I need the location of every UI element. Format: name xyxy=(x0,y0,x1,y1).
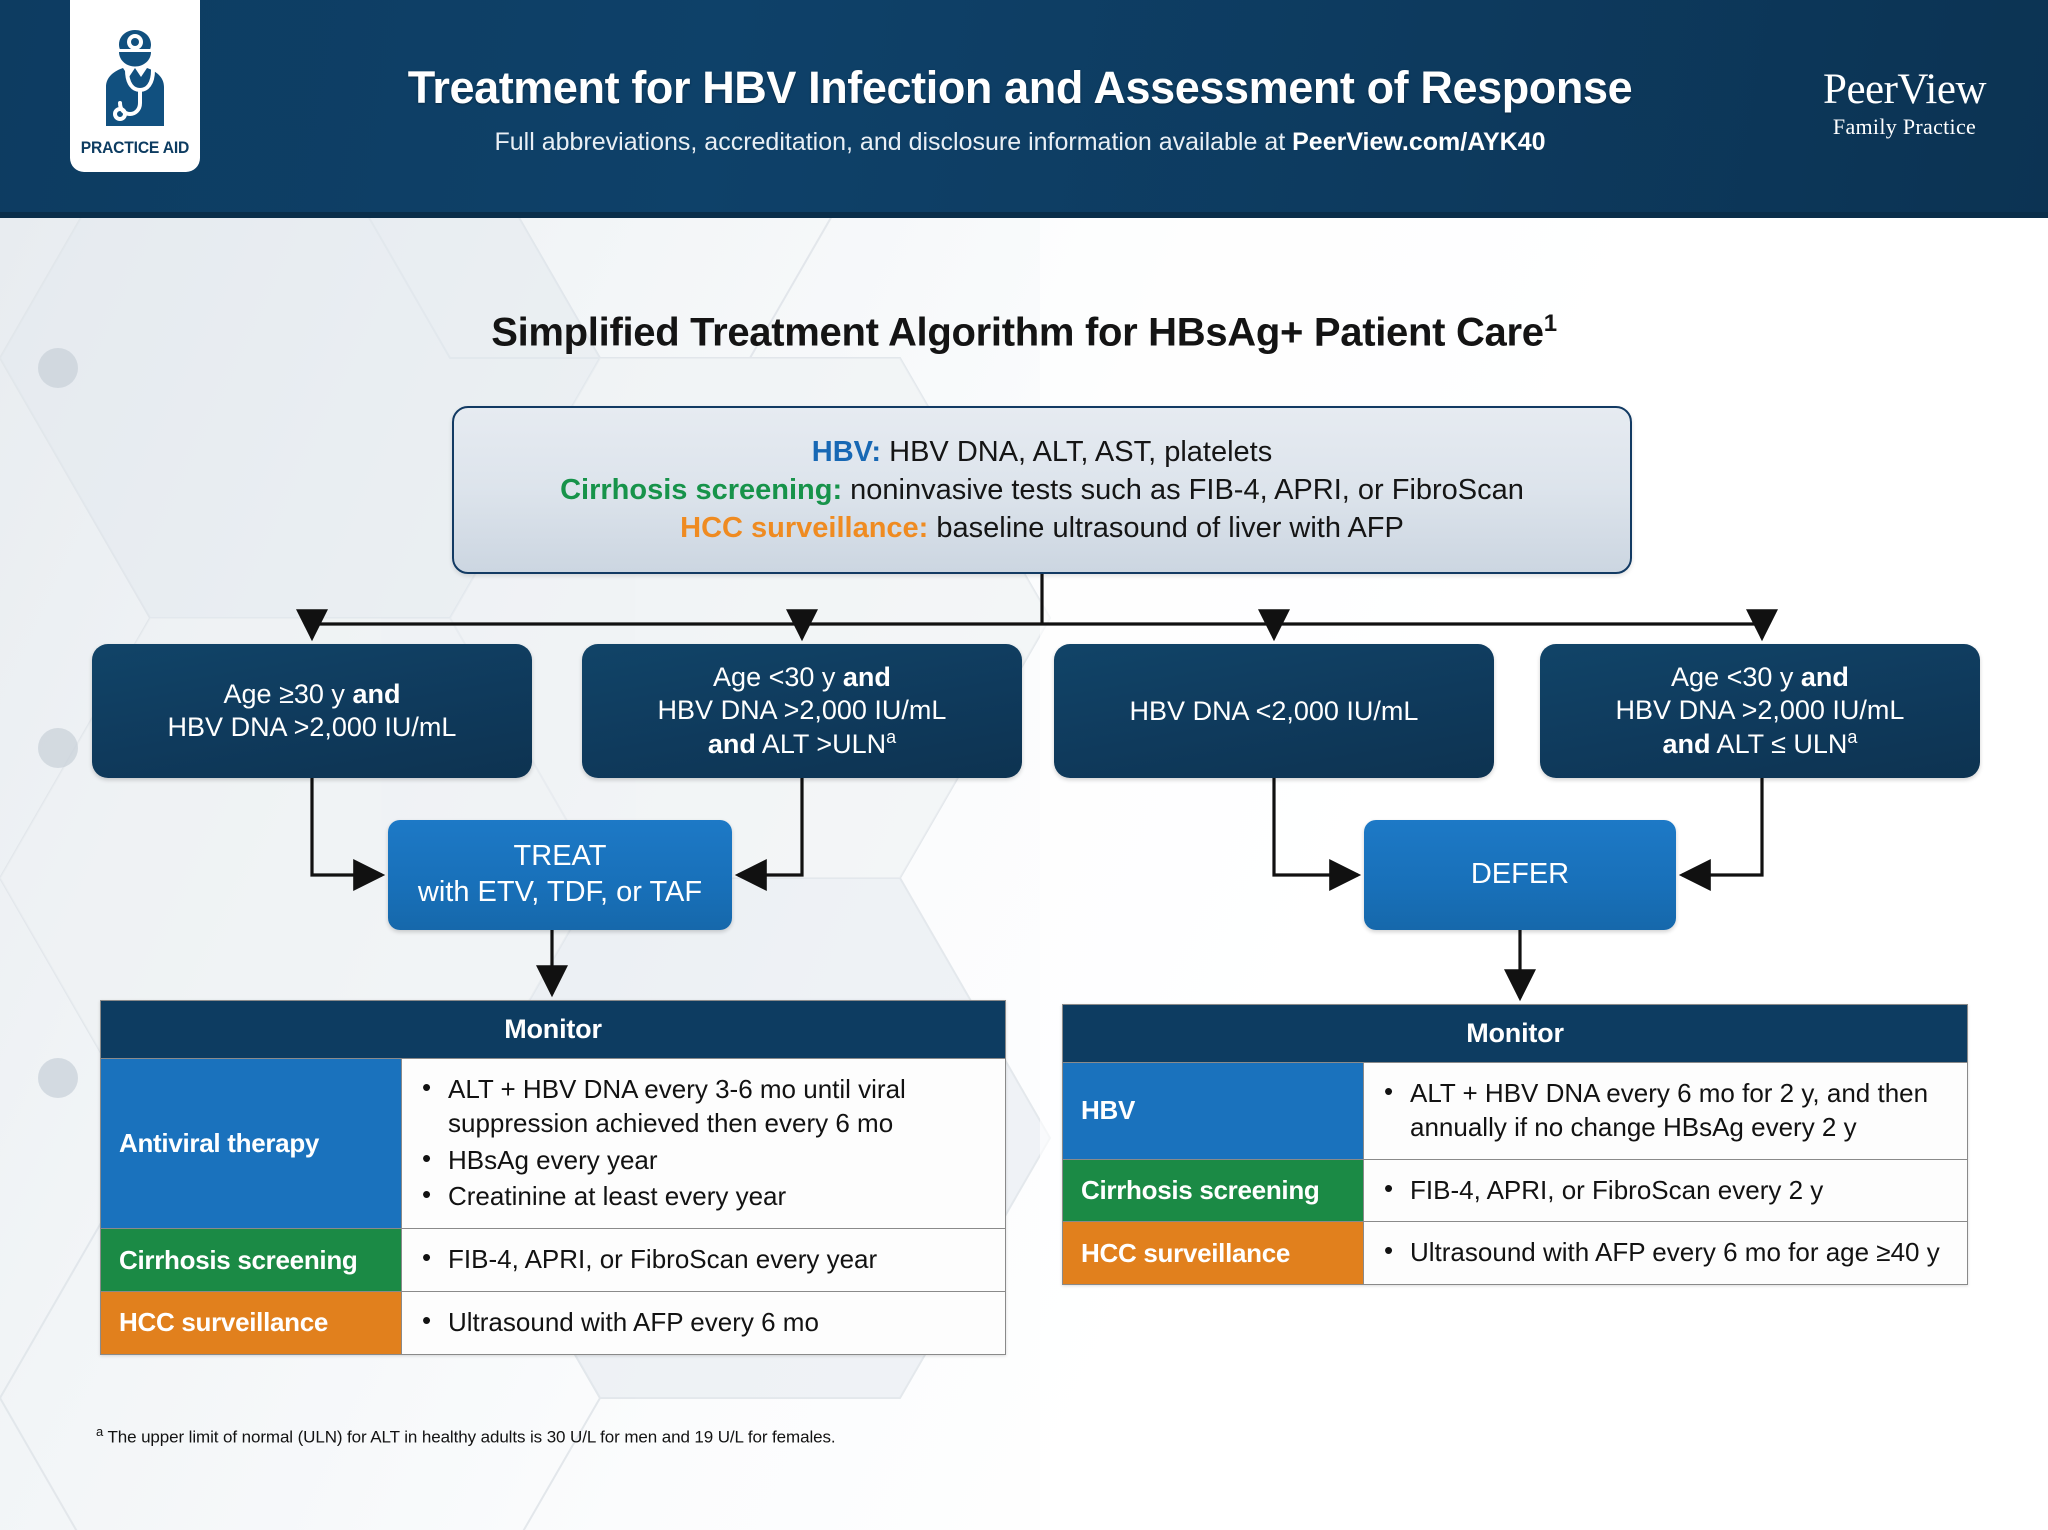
monitor-left-header: Monitor xyxy=(101,1001,1005,1058)
header-subtitle-text: Full abbreviations, accreditation, and d… xyxy=(494,128,1293,156)
action-box-defer: DEFER xyxy=(1364,820,1676,930)
list-item: ALT + HBV DNA every 6 mo for 2 y, and th… xyxy=(1378,1075,1951,1145)
info-line-hcc: HCC surveillance: baseline ultrasound of… xyxy=(680,512,1404,545)
list-item: ALT + HBV DNA every 3-6 mo until viral s… xyxy=(416,1071,989,1141)
dec4-line2: HBV DNA >2,000 IU/mL xyxy=(1615,695,1905,726)
header-underline-rule xyxy=(0,212,2048,218)
info-text-hbv: HBV DNA, ALT, AST, platelets xyxy=(881,435,1273,468)
info-line-cirrhosis: Cirrhosis screening: noninvasive tests s… xyxy=(560,474,1524,507)
dec2-line1-plain: Age <30 y xyxy=(713,662,843,693)
dec2-line3: and ALT >ULNa xyxy=(658,727,947,761)
footnote-text: The upper limit of normal (ULN) for ALT … xyxy=(103,1427,836,1447)
info-line-hbv: HBV: HBV DNA, ALT, AST, platelets xyxy=(812,436,1272,469)
algorithm-title-text: Simplified Treatment Algorithm for HBsAg… xyxy=(491,310,1544,355)
peerview-logo: PeerView Family Practice xyxy=(1823,68,1986,140)
list-item: Creatinine at least every year xyxy=(416,1178,989,1214)
info-label-cirrhosis: Cirrhosis screening: xyxy=(560,473,843,506)
defer-label: DEFER xyxy=(1470,858,1570,891)
row-content-hcc-surveillance: Ultrasound with AFP every 6 mo for age ≥… xyxy=(1363,1222,1967,1285)
row-content-antiviral-therapy: ALT + HBV DNA every 3-6 mo until viral s… xyxy=(401,1059,1005,1229)
peerview-logo-main: PeerView xyxy=(1823,66,1986,113)
dec3-line1: HBV DNA <2,000 IU/mL xyxy=(1129,695,1419,726)
action-box-treat: TREAT with ETV, TDF, or TAF xyxy=(388,820,732,930)
list-item: FIB-4, APRI, or FibroScan every 2 y xyxy=(1378,1172,1951,1208)
header-subtitle: Full abbreviations, accreditation, and d… xyxy=(260,128,1780,157)
peerview-logo-sub: Family Practice xyxy=(1832,113,1977,139)
dec1-line2: HBV DNA >2,000 IU/mL xyxy=(167,712,457,742)
table-row: Cirrhosis screening FIB-4, APRI, or Fibr… xyxy=(101,1228,1005,1291)
table-row: Antiviral therapy ALT + HBV DNA every 3-… xyxy=(101,1058,1005,1229)
dec4-footnote-marker: a xyxy=(1847,726,1858,747)
row-content-hbv: ALT + HBV DNA every 6 mo for 2 y, and th… xyxy=(1363,1063,1967,1159)
dec4-line1-plain: Age <30 y xyxy=(1671,662,1801,693)
page-header: PRACTICE AID Treatment for HBV Infection… xyxy=(0,0,2048,218)
dec2-line1-bold: and xyxy=(842,662,891,693)
row-content-hcc-surveillance: Ultrasound with AFP every 6 mo xyxy=(401,1291,1005,1354)
decision-box-age-ge-30-high-dna: Age ≥30 y and HBV DNA >2,000 IU/mL xyxy=(92,644,532,778)
monitor-table-deferred: Monitor HBV ALT + HBV DNA every 6 mo for… xyxy=(1062,1004,1968,1286)
treat-line2: with ETV, TDF, or TAF xyxy=(417,876,703,908)
treat-line1: TREAT xyxy=(513,840,607,873)
list-item: HBsAg every year xyxy=(416,1142,989,1178)
monitor-right-header: Monitor xyxy=(1063,1005,1967,1062)
dec4-line3: and ALT ≤ ULNa xyxy=(1616,727,1905,761)
baseline-assessment-box: HBV: HBV DNA, ALT, AST, platelets Cirrho… xyxy=(452,406,1632,574)
row-label-hcc-surveillance: HCC surveillance xyxy=(101,1291,401,1354)
table-row: HCC surveillance Ultrasound with AFP eve… xyxy=(101,1290,1005,1354)
decision-box-age-lt-30-high-dna-normal-alt: Age <30 y and HBV DNA >2,000 IU/mL and A… xyxy=(1540,644,1980,778)
decision-box-low-dna: HBV DNA <2,000 IU/mL xyxy=(1054,644,1494,778)
dec4-line1-bold: and xyxy=(1800,662,1849,693)
row-content-cirrhosis-screening: FIB-4, APRI, or FibroScan every 2 y xyxy=(1363,1159,1967,1222)
dec2-line1: Age <30 y and xyxy=(658,661,947,694)
dec2-footnote-marker: a xyxy=(886,726,897,747)
peerview-url-link[interactable]: PeerView.com/AYK40 xyxy=(1292,128,1546,156)
row-label-cirrhosis-screening: Cirrhosis screening xyxy=(101,1229,401,1291)
info-text-cirrhosis: noninvasive tests such as FIB-4, APRI, o… xyxy=(842,473,1524,506)
dec4-line3-plain: ALT ≤ ULN xyxy=(1710,728,1848,759)
monitor-table-treated: Monitor Antiviral therapy ALT + HBV DNA … xyxy=(100,1000,1006,1355)
dec2-line3-bold: and xyxy=(707,728,756,759)
dec1-line1-bold: and xyxy=(352,679,401,710)
footnote-marker: a xyxy=(96,1424,104,1439)
clinician-stethoscope-icon xyxy=(106,30,164,126)
table-row: Cirrhosis screening FIB-4, APRI, or Fibr… xyxy=(1063,1158,1967,1222)
info-text-hcc: baseline ultrasound of liver with AFP xyxy=(928,511,1404,544)
list-item: FIB-4, APRI, or FibroScan every year xyxy=(416,1241,989,1277)
row-label-hcc-surveillance: HCC surveillance xyxy=(1063,1222,1363,1285)
table-row: HBV ALT + HBV DNA every 6 mo for 2 y, an… xyxy=(1063,1062,1967,1159)
row-content-cirrhosis-screening: FIB-4, APRI, or FibroScan every year xyxy=(401,1229,1005,1291)
row-label-antiviral-therapy: Antiviral therapy xyxy=(101,1059,401,1229)
dec2-line3-plain: ALT >ULN xyxy=(755,728,887,759)
footnote: a The upper limit of normal (ULN) for AL… xyxy=(96,1424,836,1448)
row-label-cirrhosis-screening: Cirrhosis screening xyxy=(1063,1159,1363,1222)
practice-aid-badge: PRACTICE AID xyxy=(70,0,200,172)
dec1-line1: Age ≥30 y and xyxy=(168,678,457,711)
page-title: Treatment for HBV Infection and Assessme… xyxy=(407,62,1633,113)
list-item: Ultrasound with AFP every 6 mo xyxy=(416,1304,989,1340)
info-label-hbv: HBV: xyxy=(811,435,882,468)
dec4-line1: Age <30 y and xyxy=(1616,661,1905,694)
dec4-line3-bold: and xyxy=(1662,728,1711,759)
info-label-hcc: HCC surveillance: xyxy=(680,511,929,544)
table-row: HCC surveillance Ultrasound with AFP eve… xyxy=(1063,1221,1967,1285)
dec2-line2: HBV DNA >2,000 IU/mL xyxy=(657,695,947,726)
dec1-line1-plain: Age ≥30 y xyxy=(223,679,353,710)
list-item: Ultrasound with AFP every 6 mo for age ≥… xyxy=(1378,1234,1951,1270)
algorithm-title: Simplified Treatment Algorithm for HBsAg… xyxy=(0,310,2048,355)
practice-aid-badge-label: PRACTICE AID xyxy=(80,138,190,157)
decision-box-age-lt-30-high-dna-high-alt: Age <30 y and HBV DNA >2,000 IU/mL and A… xyxy=(582,644,1022,778)
algorithm-title-superscript: 1 xyxy=(1543,310,1557,337)
row-label-hbv: HBV xyxy=(1063,1063,1363,1159)
